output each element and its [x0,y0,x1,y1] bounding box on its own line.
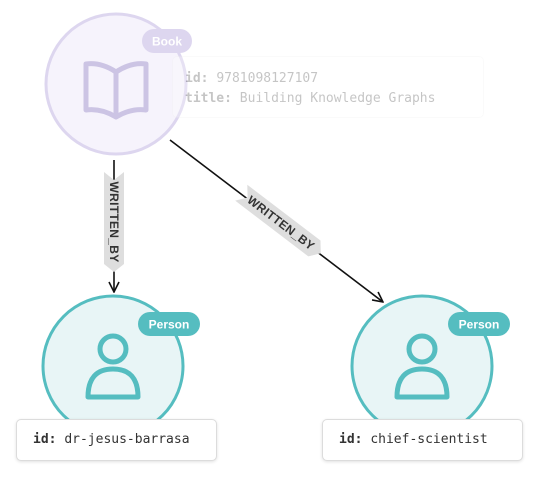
book-properties-card: id: 9781098127107 title: Building Knowle… [172,56,484,118]
person-icon [394,333,450,400]
book-prop-id: id: 9781098127107 [185,69,483,89]
node-book-label-text: Book [152,35,182,49]
node-person-left-label-text: Person [149,318,190,332]
node-book[interactable]: Book [44,12,192,156]
node-person-left-label: Person [138,312,200,336]
rel-label-right-text: WRITTEN_BY [245,193,318,253]
person-icon [85,333,141,400]
book-icon [83,61,149,120]
rel-label-right[interactable]: WRITTEN_BY [235,184,327,262]
node-person-right-label-text: Person [459,318,500,332]
prop-key: id: [185,71,209,86]
rel-label-left-text: WRITTEN_BY [107,182,121,263]
prop-key: id: [33,432,57,447]
node-person-left[interactable]: Person [41,294,200,438]
prop-value: dr-jesus-barrasa [64,432,190,447]
rel-label-left[interactable]: WRITTEN_BY [104,172,124,272]
prop-value: chief-scientist [370,432,488,447]
node-book-label: Book [142,29,192,53]
node-person-right-label: Person [448,312,510,336]
prop-value: 9781098127107 [216,71,319,86]
person-left-properties-card: id: dr-jesus-barrasa [16,419,217,461]
prop-key: id: [339,432,363,447]
prop-key: title: [185,91,232,106]
prop-value: Building Knowledge Graphs [239,91,436,106]
person-right-properties-card: id: chief-scientist [322,419,523,461]
node-person-right[interactable]: Person [350,294,510,438]
book-prop-title: title: Building Knowledge Graphs [185,89,483,109]
